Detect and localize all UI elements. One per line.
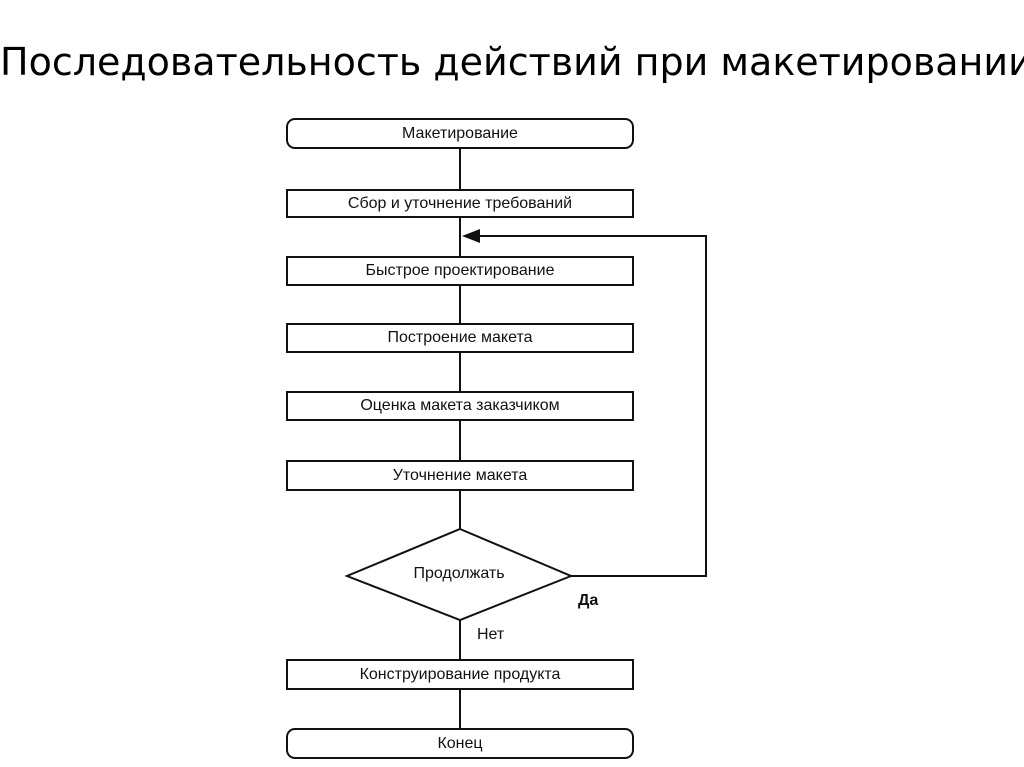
step-requirements: Сбор и уточнение требований — [286, 189, 634, 218]
loop-back-connector — [478, 235, 707, 577]
step-build-prototype: Построение макета — [286, 323, 634, 353]
arrow-head-icon — [462, 229, 480, 243]
step-quick-design: Быстрое проектирование — [286, 256, 634, 286]
yes-label: Да — [578, 592, 599, 609]
step-customer-evaluation: Оценка макета заказчиком — [286, 391, 634, 421]
step-product-construction: Конструирование продукта — [286, 659, 634, 690]
decision-diamond — [344, 527, 574, 622]
no-label: Нет — [477, 626, 505, 643]
page-title: Последовательность действий при макетиро… — [0, 40, 1024, 84]
step-refine-prototype: Уточнение макета — [286, 460, 634, 491]
end-node: Конец — [286, 728, 634, 759]
start-node: Макетирование — [286, 118, 634, 149]
decision-label: Продолжать — [413, 565, 505, 582]
